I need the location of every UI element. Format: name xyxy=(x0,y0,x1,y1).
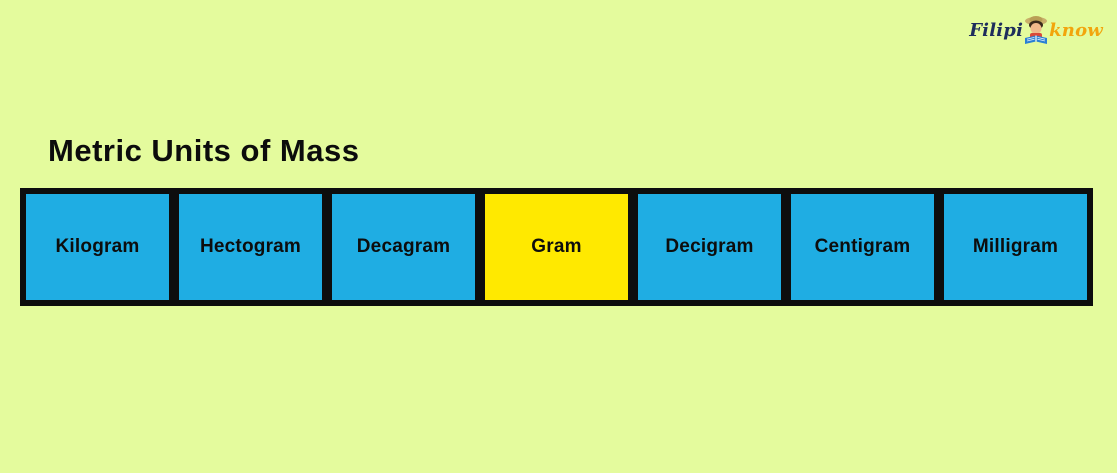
unit-box-centigram: Centigram xyxy=(791,194,934,300)
unit-box-kilogram: Kilogram xyxy=(26,194,169,300)
unit-box-milligram: Milligram xyxy=(944,194,1087,300)
unit-box-decagram: Decagram xyxy=(332,194,475,300)
page-title: Metric Units of Mass xyxy=(48,133,360,168)
logo-text-filipi: Filipi xyxy=(969,20,1024,41)
logo-text-know: know xyxy=(1049,20,1103,41)
metric-units-row: Kilogram Hectogram Decagram Gram Decigra… xyxy=(20,188,1093,306)
unit-box-decigram: Decigram xyxy=(638,194,781,300)
filipiknow-logo: Filipi know xyxy=(969,10,1103,44)
unit-box-hectogram: Hectogram xyxy=(179,194,322,300)
boy-reading-book-icon xyxy=(1021,14,1051,46)
unit-box-gram: Gram xyxy=(485,194,628,300)
